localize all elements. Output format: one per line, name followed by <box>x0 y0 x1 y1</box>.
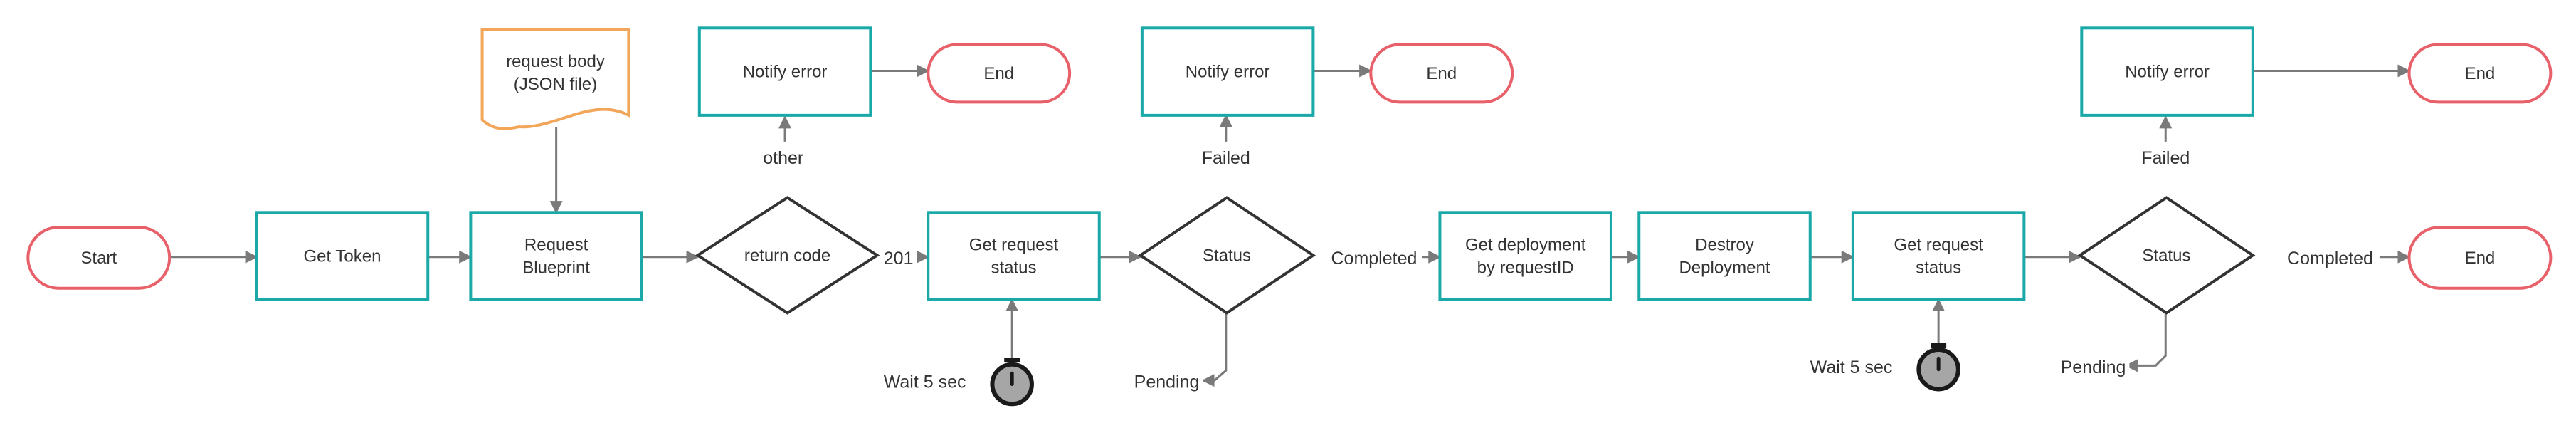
edge-label-completed-1: Completed <box>1326 245 1422 272</box>
edge-label-text: Failed <box>1202 148 1250 168</box>
edge-label-text: Wait 5 sec <box>1810 358 1893 377</box>
process-box <box>1637 211 1812 301</box>
node-label: Status <box>2142 246 2190 265</box>
node-label: Get Token <box>304 247 381 266</box>
node-label: Get request <box>1894 236 1983 255</box>
node-start: Start <box>26 226 171 290</box>
connector-status-1-to-wait-1 <box>1201 313 1228 387</box>
node-end-1: End <box>927 43 1072 104</box>
node-label: status <box>991 259 1036 278</box>
edge-label-text: Completed <box>2287 249 2373 268</box>
node-return-code: return code <box>695 196 880 315</box>
node-label: End <box>983 64 1014 83</box>
terminator-shape <box>927 43 1072 104</box>
terminator-shape <box>2407 43 2553 104</box>
node-end-3: End <box>2407 43 2553 104</box>
edge-label-text: Completed <box>1331 249 1417 268</box>
edge-label-text: Pending <box>1134 372 1200 392</box>
node-request-body: request body (JSON file) <box>480 28 630 130</box>
process-box <box>1438 211 1612 301</box>
node-label: (JSON file) <box>514 75 597 94</box>
edge-label-wait-1: Wait 5 sec <box>884 372 966 392</box>
edge-label-failed-2: Failed <box>2140 148 2190 168</box>
node-status-2: Status <box>2077 196 2256 315</box>
connector-status-2-to-wait-2 <box>2124 313 2167 372</box>
node-label: Notify error <box>743 63 828 82</box>
document-shape <box>480 28 630 130</box>
node-notify-error-3: Notify error <box>2080 26 2254 117</box>
node-label: return code <box>744 246 830 265</box>
process-box <box>1851 211 2026 301</box>
node-label: Get deployment <box>1465 236 1586 255</box>
node-end-2: End <box>1369 43 1514 104</box>
node-get-request-status-1: Get request status <box>927 211 1101 301</box>
edge-label-text: Failed <box>2141 148 2190 168</box>
edge-label-text: Pending <box>2061 358 2126 377</box>
node-label: End <box>2465 64 2496 83</box>
node-label: Status <box>1203 246 1251 265</box>
node-label: status <box>1916 259 1961 278</box>
terminator-shape <box>26 226 171 290</box>
node-label: by requestID <box>1477 259 1574 278</box>
node-label: End <box>2465 249 2496 268</box>
node-notify-error-2: Notify error <box>1140 26 1315 117</box>
node-label: Request <box>524 236 588 255</box>
node-wait-2 <box>1916 343 1960 392</box>
edge-label-pending-2: Pending <box>2057 354 2130 381</box>
edge-label-completed-2: Completed <box>2282 245 2378 272</box>
node-end-4: End <box>2407 226 2553 290</box>
terminator-shape <box>2407 226 2553 290</box>
node-get-deployment: Get deployment by requestID <box>1438 211 1612 301</box>
decision-diamond <box>2077 196 2256 315</box>
edge-label-code-201: 201 <box>882 245 915 272</box>
decision-diamond <box>1137 196 1316 315</box>
edge-label-wait-2: Wait 5 sec <box>1810 358 1893 377</box>
edge-label-other: other <box>761 148 808 168</box>
process-box <box>1140 26 1315 117</box>
process-box <box>255 211 430 301</box>
process-box <box>469 211 643 301</box>
node-label: Blueprint <box>522 259 590 278</box>
edge-label-pending-1: Pending <box>1130 369 1203 395</box>
node-wait-1 <box>990 358 1034 407</box>
stopwatch-icon <box>1916 343 1960 392</box>
stopwatch-icon <box>990 358 1034 407</box>
node-get-request-status-2: Get request status <box>1851 211 2026 301</box>
edge-label-text: 201 <box>884 249 914 268</box>
node-label: Deployment <box>1679 259 1770 278</box>
node-label: End <box>1426 64 1457 83</box>
process-box <box>927 211 1101 301</box>
decision-diamond <box>695 196 880 315</box>
node-label: Start <box>80 249 117 268</box>
node-notify-error-1: Notify error <box>697 26 872 117</box>
terminator-shape <box>1369 43 1514 104</box>
node-label: Destroy <box>1695 236 1754 255</box>
process-box <box>697 26 872 117</box>
node-label: Get request <box>969 236 1059 255</box>
node-status-1: Status <box>1137 196 1316 315</box>
process-box <box>2080 26 2254 117</box>
edge-label-text: other <box>763 148 803 168</box>
node-get-token: Get Token <box>255 211 430 301</box>
node-label: request body <box>506 52 605 71</box>
edge-label-text: Wait 5 sec <box>884 372 966 392</box>
node-label: Notify error <box>1186 63 1270 82</box>
edge-label-failed-1: Failed <box>1201 148 1251 168</box>
node-label: Notify error <box>2125 63 2210 82</box>
